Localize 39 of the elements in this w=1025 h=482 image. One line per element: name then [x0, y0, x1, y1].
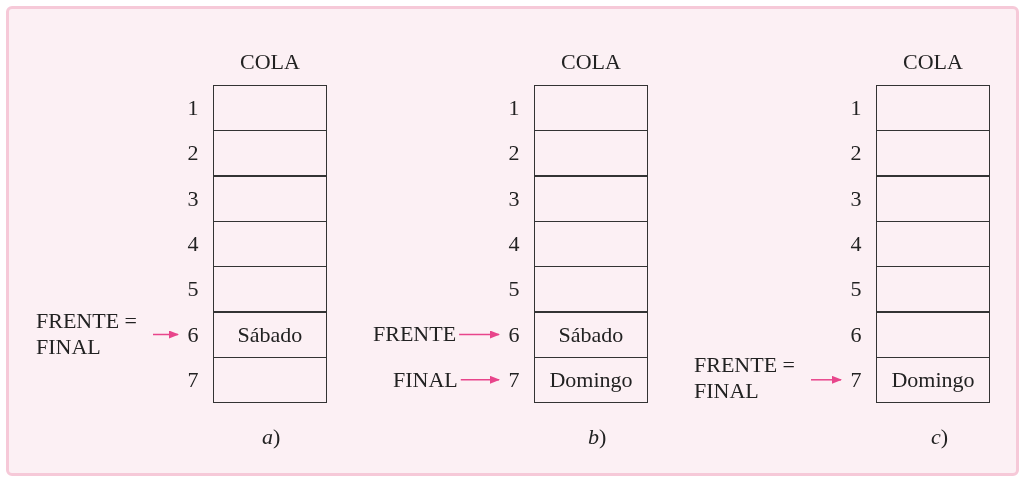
- row-number: 1: [186, 94, 200, 122]
- column-heading: COLA: [239, 48, 301, 76]
- row-number: 6: [186, 320, 200, 349]
- arrow: [152, 330, 179, 339]
- column-heading: COLA: [902, 48, 964, 76]
- queue-cell: Domingo: [534, 356, 648, 403]
- row-number: 2: [186, 139, 200, 168]
- pointer-label: FRENTE: [373, 321, 457, 347]
- arrow: [810, 375, 842, 384]
- panel-caption: b): [588, 424, 607, 450]
- row-number: 3: [849, 184, 863, 213]
- row-number: 5: [849, 275, 863, 304]
- row-number: 1: [507, 94, 521, 122]
- row-number: 2: [849, 139, 863, 168]
- column-heading: COLA: [560, 48, 622, 76]
- arrow: [458, 330, 500, 339]
- queue-cell: Sábado: [213, 311, 327, 358]
- row-number: 6: [849, 320, 863, 349]
- arrow: [460, 375, 500, 384]
- row-number: 4: [186, 229, 200, 258]
- row-number: 7: [849, 365, 863, 394]
- row-number: 2: [507, 139, 521, 168]
- pointer-label: FINAL: [393, 367, 458, 393]
- pointer-label: FRENTE = FINAL: [694, 352, 808, 404]
- row-number: 5: [186, 275, 200, 304]
- row-number: 4: [507, 229, 521, 258]
- queue-cell: Sábado: [534, 311, 648, 358]
- row-number: 7: [186, 365, 200, 394]
- queue-cell: Domingo: [876, 356, 990, 403]
- panel-caption: c): [931, 424, 949, 450]
- row-number: 3: [186, 184, 200, 213]
- row-number: 3: [507, 184, 521, 213]
- panel-caption: a): [262, 424, 281, 450]
- row-number: 4: [849, 229, 863, 258]
- row-number: 5: [507, 275, 521, 304]
- row-number: 1: [849, 94, 863, 122]
- pointer-label: FRENTE = FINAL: [36, 308, 150, 360]
- row-number: 7: [507, 365, 521, 394]
- row-number: 6: [507, 320, 521, 349]
